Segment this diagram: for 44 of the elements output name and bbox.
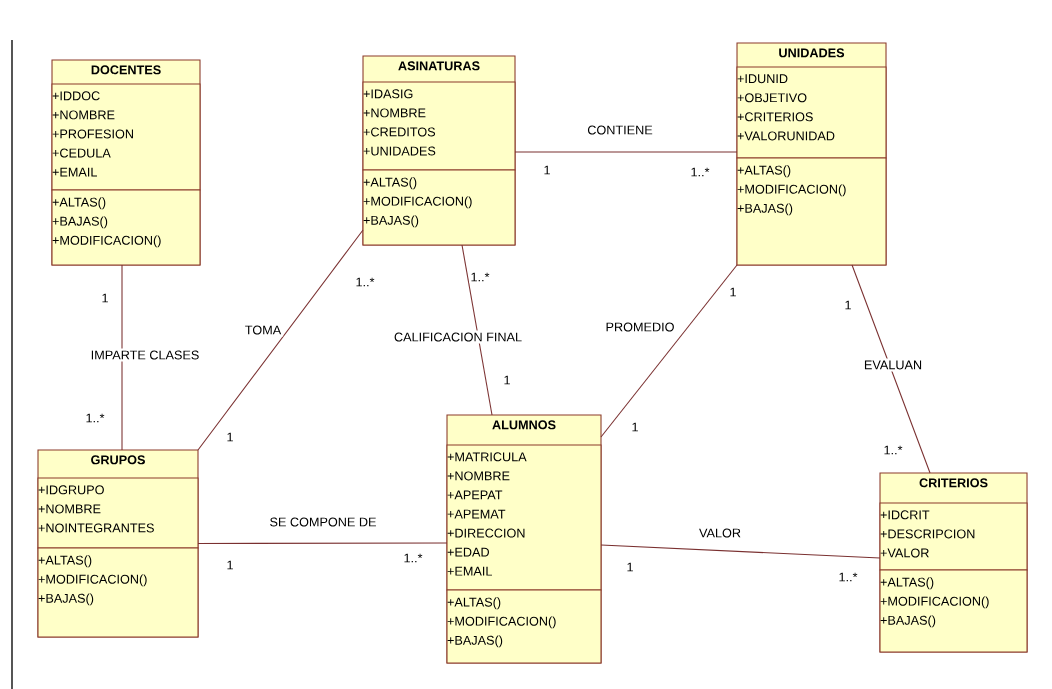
multiplicity-label: 1..* [402, 552, 424, 564]
edge-label: VALOR [697, 526, 743, 540]
multiplicity-label: 1..* [689, 166, 711, 178]
operation-compartment: +ALTAS() +MODIFICACION() +BAJAS() [446, 589, 602, 664]
multiplicity-label: 1..* [882, 444, 904, 456]
edge-label: CALIFICACION FINAL [391, 330, 525, 344]
multiplicity-label: 1..* [84, 412, 106, 424]
multiplicity-label: 1 [502, 374, 512, 386]
edge-label: CONTIENE [585, 123, 655, 137]
attribute-compartment: +IDUNID +OBJETIVO +CRITERIOS +VALORUNIDAD [736, 66, 887, 159]
multiplicity-label: 1 [625, 561, 635, 573]
multiplicity-label: 1 [225, 431, 235, 443]
association-line [851, 264, 931, 474]
association-line [197, 229, 364, 451]
multiplicity-label: 1 [542, 164, 552, 176]
multiplicity-label: 1..* [469, 271, 491, 283]
operation-compartment: +ALTAS() +MODIFICACION() +BAJAS() [879, 569, 1028, 653]
operation-compartment: +ALTAS() +MODIFICACION() +BAJAS() [37, 547, 199, 638]
multiplicity-label: 1 [630, 421, 640, 433]
association-line [461, 244, 493, 416]
multiplicity-label: 1 [728, 286, 738, 298]
multiplicity-label: 1..* [837, 571, 859, 583]
attribute-compartment: +IDGRUPO +NOMBRE +NOINTEGRANTES [37, 477, 199, 549]
multiplicity-label: 1 [100, 292, 110, 304]
edge-label: EVALUAN [861, 358, 925, 372]
operation-compartment: +ALTAS() +BAJAS() +MODIFICACION() [51, 189, 201, 266]
edge-label: TOMA [242, 323, 284, 337]
attribute-compartment: +IDASIG +NOMBRE +CREDITOS +UNIDADES [362, 81, 516, 171]
attribute-compartment: +IDDOC +NOMBRE +PROFESION +CEDULA +EMAIL [51, 83, 201, 191]
association-line [600, 264, 738, 438]
association-line [600, 544, 881, 559]
attribute-compartment: +IDCRIT +DESCRIPCION +VALOR [879, 502, 1028, 571]
association-line [197, 542, 448, 545]
operation-compartment: +ALTAS() +MODIFICACION() +BAJAS() [362, 169, 516, 246]
multiplicity-label: 1 [225, 559, 235, 571]
association-line [514, 151, 738, 153]
multiplicity-label: 1 [843, 299, 853, 311]
edge-label: SE COMPONE DE [267, 515, 379, 529]
association-line [121, 264, 123, 451]
operation-compartment: +ALTAS() +MODIFICACION() +BAJAS() [736, 157, 887, 266]
edge-label: PROMEDIO [603, 320, 677, 334]
attribute-compartment: +MATRICULA +NOMBRE +APEPAT +APEMAT +DIRECCION +EDAD +EMAIL [446, 444, 602, 591]
multiplicity-label: 1..* [354, 276, 376, 288]
edge-label: IMPARTE CLASES [88, 348, 202, 362]
